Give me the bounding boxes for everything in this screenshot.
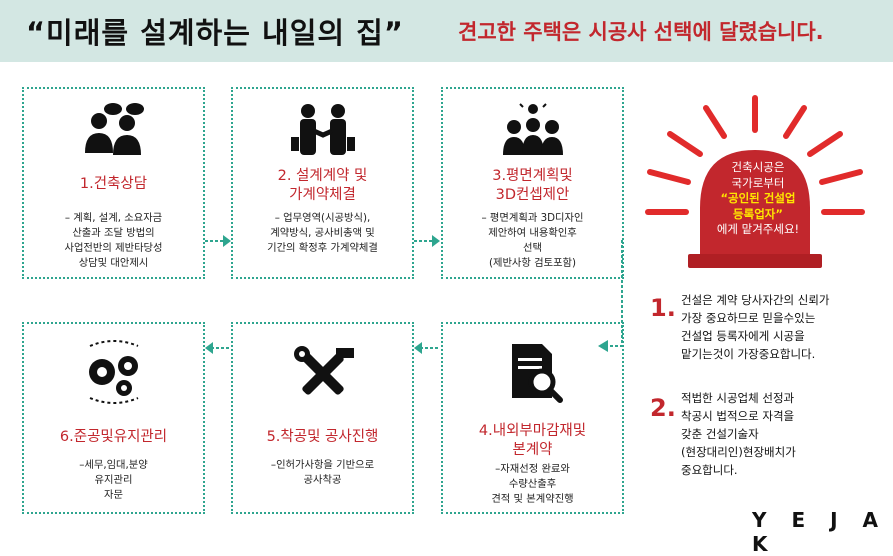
step-card-plan: 3.평면계획및 3D컨셉제안 – 평면계획과 3D디자인 제안하여 내용확인후 … xyxy=(441,87,624,279)
step-title: 5.착공및 공사진행 xyxy=(266,429,379,445)
step-desc: – 업무영역(시공방식), 계약방식, 공사비총액 및 기간의 확정후 가계약체… xyxy=(267,212,378,254)
step-card-consultation: 1.건축상담 – 계획, 설계, 소요자금 산출과 조달 방법의 사업전반의 제… xyxy=(22,87,205,279)
step-card-construction: 5.착공및 공사진행 –인허가사항을 기반으로 공사착공 xyxy=(231,322,414,514)
step-desc: –인허가사항을 기반으로 공사착공 xyxy=(270,459,375,486)
note-number: 2. xyxy=(650,394,676,422)
alert-badge-icon xyxy=(645,95,865,268)
document-magnifier-icon xyxy=(443,342,622,403)
step-title: 3.평면계획및 3D컨셉제안 xyxy=(492,168,573,203)
step-desc: – 계획, 설계, 소요자금 산출과 조달 방법의 사업전반의 제반타당성 상담… xyxy=(64,212,163,269)
arrow-right-icon xyxy=(205,235,231,247)
badge-line1: 건축시공은 xyxy=(731,160,785,174)
step-card-contract: 2. 설계계약 및 가계약체결 – 업무영역(시공방식), 계약방식, 공사비총… xyxy=(231,87,414,279)
gears-icon xyxy=(24,338,203,404)
badge-line2: 국가로부터 xyxy=(731,175,785,190)
arrow-left-icon xyxy=(414,342,440,354)
step-desc: –자재선정 완료와 수량산출후 견적 및 본계약진행 xyxy=(491,463,574,505)
step-card-completion: 6.준공및유지관리 –세무,임대,분양 유지관리 자문 xyxy=(22,322,205,514)
brand-logo: Y E J A K xyxy=(752,508,887,556)
tools-icon xyxy=(233,346,412,402)
arrow-left-icon xyxy=(205,342,231,354)
step-title: 1.건축상담 xyxy=(79,176,148,192)
step-title: 6.준공및유지관리 xyxy=(59,429,168,445)
step-title: 4.내외부마감재및 본계약 xyxy=(478,423,587,458)
note-text: 건설은 계약 당사자간의 신뢰가 가장 중요하므로 믿을수있는 건설업 등록자에… xyxy=(681,293,830,361)
badge-message: 건축시공은 국가로부터 “공인된 건설업 등록업자” 에게 맡겨주세요! xyxy=(700,160,816,238)
note-number: 1. xyxy=(650,294,676,322)
consultation-people-icon xyxy=(24,101,203,157)
arrow-down-left-icon xyxy=(598,240,623,352)
step-card-materials: 4.내외부마감재및 본계약 –자재선정 완료와 수량산출후 견적 및 본계약진행 xyxy=(441,322,624,514)
badge-highlight: “공인된 건설업 등록업자” xyxy=(720,191,796,221)
page-title: “미래를 설계하는 내일의 집” xyxy=(26,16,404,50)
step-desc: –세무,임대,분양 유지관리 자문 xyxy=(79,459,148,501)
page-subtitle: 견고한 주택은 시공사 선택에 달렸습니다. xyxy=(458,20,824,44)
note-text: 적법한 시공업체 선정과 착공시 법적으로 자격을 갖춘 건설기술자 (현장대리… xyxy=(681,391,796,477)
header-banner: “미래를 설계하는 내일의 집” 견고한 주택은 시공사 선택에 달렸습니다. xyxy=(0,0,893,62)
handshake-icon xyxy=(233,101,412,157)
arrow-right-icon xyxy=(414,235,440,247)
step-title: 2. 설계계약 및 가계약체결 xyxy=(277,168,368,203)
step-desc: – 평면계획과 3D디자인 제안하여 내용확인후 선택 (제반사항 검토포함) xyxy=(481,212,584,269)
badge-line3: 에게 맡겨주세요! xyxy=(716,222,800,236)
idea-team-icon xyxy=(443,101,622,157)
